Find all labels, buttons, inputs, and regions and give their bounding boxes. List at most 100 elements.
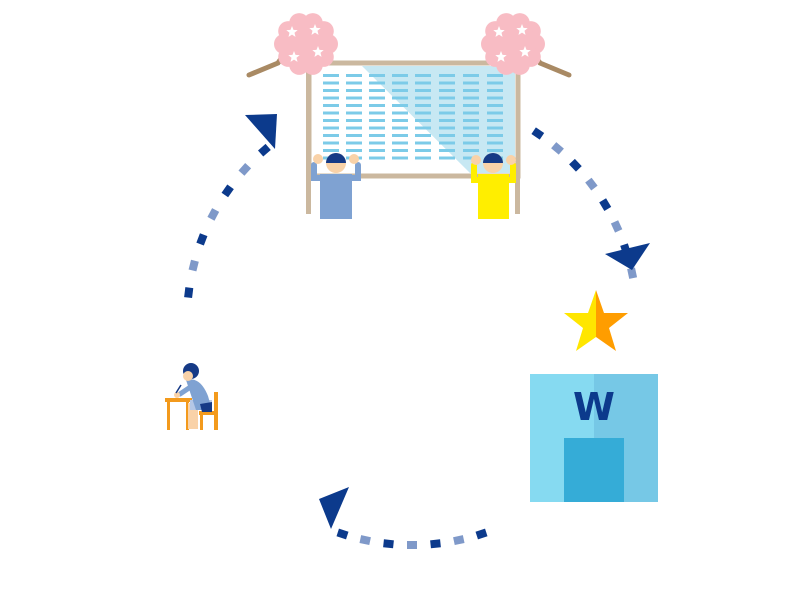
result-line bbox=[439, 141, 455, 145]
board-reflection bbox=[362, 66, 515, 173]
result-line bbox=[439, 119, 455, 122]
result-line bbox=[439, 111, 455, 115]
person-yellow-icon bbox=[471, 153, 516, 219]
result-line bbox=[415, 74, 431, 77]
result-line bbox=[439, 104, 455, 107]
result-line bbox=[392, 134, 408, 137]
result-line bbox=[346, 119, 362, 122]
result-line bbox=[369, 126, 385, 130]
cycle-arrow-board-to-school bbox=[531, 127, 650, 279]
result-line bbox=[463, 126, 479, 130]
result-line bbox=[392, 156, 408, 160]
result-line bbox=[439, 74, 455, 77]
result-line bbox=[369, 134, 385, 137]
school-building-icon: W bbox=[530, 374, 658, 502]
building-door bbox=[564, 438, 624, 502]
person-blue-icon bbox=[311, 153, 361, 219]
result-line bbox=[346, 141, 362, 145]
result-line bbox=[346, 111, 362, 115]
result-line bbox=[463, 96, 479, 100]
result-line bbox=[369, 141, 385, 145]
result-line bbox=[323, 111, 339, 115]
result-line bbox=[463, 119, 479, 122]
result-line bbox=[323, 74, 339, 77]
result-line bbox=[369, 81, 385, 85]
result-line bbox=[346, 74, 362, 77]
result-line bbox=[487, 104, 503, 107]
result-line bbox=[463, 141, 479, 145]
result-line bbox=[487, 149, 503, 152]
result-line bbox=[369, 74, 385, 77]
result-line bbox=[415, 156, 431, 160]
result-line bbox=[415, 81, 431, 85]
result-line bbox=[369, 89, 385, 92]
result-line bbox=[346, 89, 362, 92]
cherry-blossom-left-icon bbox=[274, 13, 338, 75]
result-line bbox=[346, 96, 362, 100]
result-line bbox=[369, 156, 385, 160]
result-line bbox=[463, 149, 479, 152]
result-line bbox=[323, 126, 339, 130]
result-line bbox=[415, 134, 431, 137]
result-line bbox=[392, 149, 408, 152]
result-line bbox=[415, 141, 431, 145]
result-line bbox=[346, 81, 362, 85]
result-line bbox=[369, 96, 385, 100]
result-line bbox=[323, 119, 339, 122]
result-line bbox=[346, 126, 362, 130]
result-line bbox=[323, 96, 339, 100]
result-line bbox=[487, 141, 503, 145]
result-line bbox=[369, 119, 385, 122]
result-line bbox=[439, 96, 455, 100]
results-board-icon bbox=[246, 13, 572, 219]
result-line bbox=[487, 111, 503, 115]
result-line bbox=[392, 96, 408, 100]
result-line bbox=[439, 89, 455, 92]
result-line bbox=[487, 126, 503, 130]
result-line bbox=[369, 149, 385, 152]
result-line bbox=[392, 119, 408, 122]
cherry-blossom-right-icon bbox=[481, 13, 545, 75]
result-line bbox=[415, 111, 431, 115]
result-line bbox=[392, 89, 408, 92]
result-line bbox=[392, 111, 408, 115]
result-line bbox=[369, 104, 385, 107]
result-line bbox=[415, 89, 431, 92]
result-line bbox=[487, 134, 503, 137]
result-line bbox=[346, 134, 362, 137]
result-line bbox=[392, 81, 408, 85]
result-line bbox=[487, 74, 503, 77]
result-line bbox=[439, 126, 455, 130]
result-line bbox=[392, 104, 408, 107]
result-line bbox=[323, 149, 339, 152]
result-line bbox=[323, 81, 339, 85]
result-line bbox=[463, 134, 479, 137]
result-line bbox=[487, 96, 503, 100]
result-line bbox=[487, 81, 503, 85]
cycle-arrow-school-to-student bbox=[319, 487, 488, 549]
result-line bbox=[415, 96, 431, 100]
result-line bbox=[463, 104, 479, 107]
result-line bbox=[415, 119, 431, 122]
student-desk-icon bbox=[165, 363, 218, 430]
result-line bbox=[487, 119, 503, 122]
result-line bbox=[463, 74, 479, 77]
result-line bbox=[439, 81, 455, 85]
result-line bbox=[415, 104, 431, 107]
result-line bbox=[392, 74, 408, 77]
cycle-arrow-student-to-board bbox=[184, 114, 277, 299]
result-line bbox=[463, 156, 479, 160]
result-line bbox=[392, 126, 408, 130]
result-line bbox=[463, 111, 479, 115]
result-line bbox=[392, 141, 408, 145]
star-icon bbox=[564, 290, 628, 351]
result-line bbox=[439, 149, 455, 152]
result-line bbox=[323, 141, 339, 145]
result-line bbox=[323, 104, 339, 107]
result-line bbox=[323, 134, 339, 137]
result-line bbox=[415, 126, 431, 130]
building-sign: W bbox=[573, 385, 615, 429]
result-line bbox=[369, 111, 385, 115]
